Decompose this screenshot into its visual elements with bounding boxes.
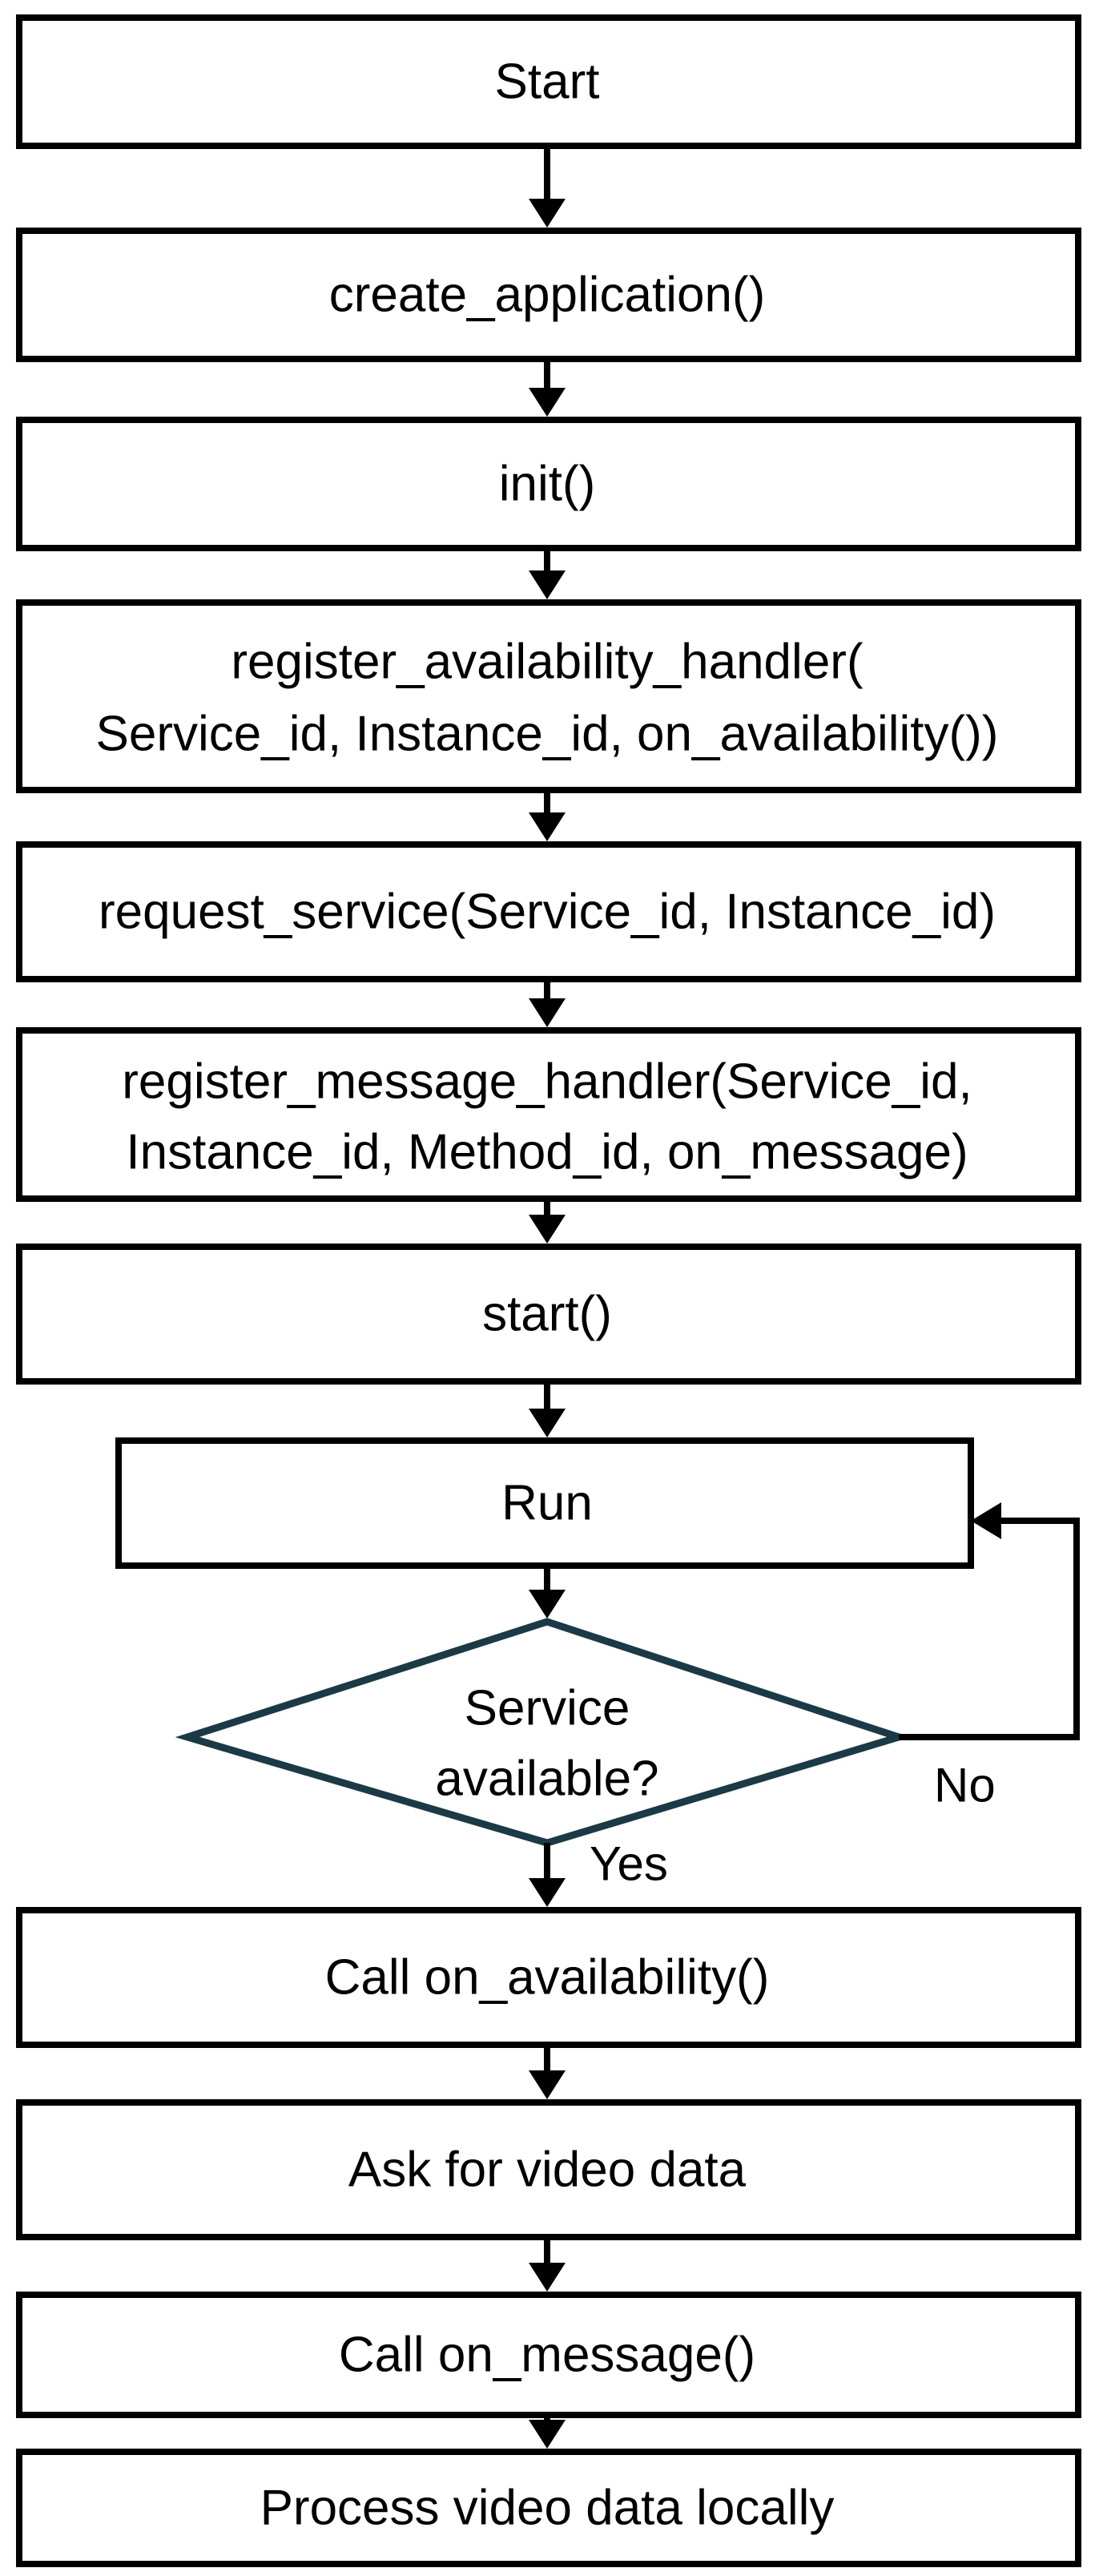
arrowhead-no-loop xyxy=(971,1502,1001,1539)
node-decision-line1: Service xyxy=(465,1681,630,1736)
node-process-video-label: Process video data locally xyxy=(260,2481,835,2536)
arrowhead-request-to-register-message xyxy=(529,998,566,1027)
node-process-video: Process video data locally xyxy=(16,2449,1081,2567)
arrowhead-ask-to-call-message xyxy=(529,2263,566,2292)
node-run-label: Run xyxy=(501,1476,593,1531)
arrowhead-call-availability-to-ask xyxy=(529,2070,566,2099)
node-register-message-handler: register_message_handler(Service_id, Ins… xyxy=(16,1027,1081,1202)
node-register-availability-line1: register_availability_handler( xyxy=(231,635,864,690)
node-ask-video: Ask for video data xyxy=(16,2099,1081,2240)
node-register-message-line2: Instance_id, Method_id, on_message) xyxy=(126,1125,968,1180)
node-start: Start xyxy=(16,14,1081,149)
node-request-service-label: request_service(Service_id, Instance_id) xyxy=(99,885,996,940)
node-call-on-availability: Call on_availability() xyxy=(16,1907,1081,2048)
arrowhead-yes-to-call-availability xyxy=(529,1878,566,1907)
node-ask-video-label: Ask for video data xyxy=(348,2143,747,2198)
edge-label-no: No xyxy=(934,1759,996,1812)
node-start-call: start() xyxy=(16,1244,1081,1385)
node-start-label: Start xyxy=(495,54,600,110)
arrowhead-run-to-decision xyxy=(529,1590,566,1619)
arrowhead-create-to-init xyxy=(529,388,566,417)
node-create-application: create_application() xyxy=(16,228,1081,362)
node-init: init() xyxy=(16,417,1081,551)
node-decision: Service available? xyxy=(175,1618,912,1847)
arrowhead-call-message-to-process xyxy=(529,2420,566,2449)
edge-label-yes: Yes xyxy=(590,1837,668,1891)
node-init-label: init() xyxy=(499,457,596,512)
node-run: Run xyxy=(115,1437,974,1569)
node-register-availability-handler: register_availability_handler( Service_i… xyxy=(16,599,1081,793)
node-request-service: request_service(Service_id, Instance_id) xyxy=(16,841,1081,982)
arrowhead-init-to-register-availability xyxy=(529,570,566,599)
node-call-on-message-label: Call on_message() xyxy=(339,2328,755,2383)
arrowhead-start-to-create xyxy=(529,199,566,228)
node-call-on-message: Call on_message() xyxy=(16,2292,1081,2418)
arrowhead-register-message-to-start-call xyxy=(529,1215,566,1244)
arrowhead-start-call-to-run xyxy=(529,1409,566,1437)
node-register-availability-line2: Service_id, Instance_id, on_availability… xyxy=(96,707,999,762)
node-decision-line2: available? xyxy=(435,1752,658,1807)
node-call-on-availability-label: Call on_availability() xyxy=(325,1950,770,2006)
arrow-no-loop xyxy=(899,1518,1080,1740)
node-register-message-line1: register_message_handler(Service_id, xyxy=(122,1054,972,1110)
arrowhead-register-availability-to-request xyxy=(529,812,566,841)
node-start-call-label: start() xyxy=(482,1287,612,1342)
node-create-application-label: create_application() xyxy=(329,268,766,323)
